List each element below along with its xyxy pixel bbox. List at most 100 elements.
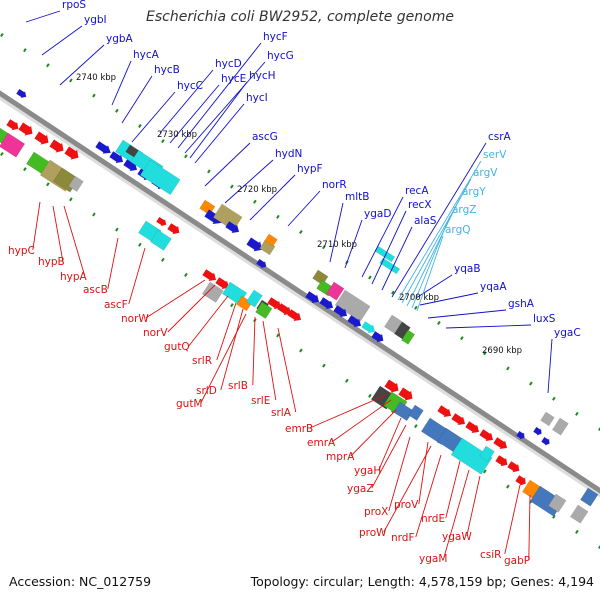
gene-label-argY: argY [462,186,486,198]
gene-label-csiR: csiR [480,549,501,561]
label-leader-gabP [528,494,531,561]
gene-label-recX: recX [408,199,432,211]
label-leader-norR [287,190,321,227]
guide-dot-upper [23,48,27,53]
gene-block [312,269,329,286]
guide-dot-lower [483,469,487,474]
gene-arrow [246,237,263,252]
topology-text: Topology: circular; Length: 4,578,159 bp… [250,574,594,589]
gene-label-hycG: hycG [267,50,294,62]
gene-arrow [287,309,302,321]
gene-label-csrA: csrA [488,131,512,143]
label-leader-mprA [350,409,397,457]
label-leader-nrdF [415,454,442,538]
gene-arrow [465,421,480,433]
label-leader-hycF [177,42,262,149]
gene-label-alaS: alaS [414,215,437,227]
gene-arrow [333,305,348,317]
label-leader-mltB [329,202,344,263]
label-leader-luxS [445,324,532,329]
guide-dot-lower [115,227,119,232]
gene-label-ascF: ascF [104,299,128,311]
label-leader-rpoS [25,10,61,23]
gene-label-srlA: srlA [271,407,292,419]
label-leader-ygaM [443,469,470,559]
gene-arrow [398,387,413,401]
gene-label-nrdF: nrdF [391,532,415,544]
gene-label-hycI: hycI [246,92,268,104]
label-leader-ascB [107,237,119,290]
guide-dot-upper [299,230,303,235]
gene-label-ascB: ascB [83,284,108,296]
gene-block [548,493,567,513]
features-layer [0,33,600,550]
tick-label: 2710 kbp [317,240,357,250]
label-leader-csiR [504,484,521,555]
guide-dot-lower [161,257,165,262]
gene-label-gshA: gshA [508,298,535,310]
gene-block [326,281,345,301]
gene-block [0,132,26,158]
gene-label-proV: proV [394,499,419,511]
gene-arrow [225,221,240,233]
label-leader-hycB [121,75,153,124]
guide-dot-lower [46,182,50,187]
gene-arrow [123,159,138,171]
label-leader-argZ [411,215,451,309]
label-leader-norW [145,279,206,319]
gene-block [379,257,401,275]
gene-label-srlE: srlE [251,395,270,407]
guide-dot-lower [414,424,418,429]
gene-arrow [64,146,79,160]
gene-arrow [384,379,399,393]
guide-dot-upper [92,93,96,98]
gene-label-srlB: srlB [228,380,248,392]
gene-arrow [6,119,19,131]
tick-label: 2730 kbp [157,130,197,140]
guide-dot-upper [0,33,4,38]
label-leader-gshA [427,309,507,319]
gene-label-hydN: hydN [275,148,302,160]
gene-label-gutM: gutM [176,398,203,410]
gene-block [334,289,371,322]
guide-dot-lower [69,197,73,202]
guide-dot-upper [138,123,142,128]
gene-block [552,417,569,436]
gene-label-hypA: hypA [60,271,88,283]
label-leader-recA [361,196,404,278]
gene-block [125,144,139,158]
gene-label-hycD: hycD [215,58,242,70]
label-leader-nrdE [445,460,461,519]
gene-label-mltB: mltB [345,191,369,203]
gene-label-ygaZ: ygaZ [347,483,374,495]
gene-label-ygbA: ygbA [106,33,134,45]
label-leader-srlD [220,308,244,391]
tick-label: 2740 kbp [76,73,116,83]
label-leader-ygbI [41,25,83,56]
guide-dot-upper [322,245,326,250]
gene-label-ygbI: ygbI [84,14,107,26]
guide-dot-upper [529,381,533,386]
label-leader-hypB [52,205,64,262]
gene-arrow [109,151,124,163]
guide-dot-upper [230,184,234,189]
gene-arrow [371,331,384,343]
label-leader-hypA [63,205,86,277]
gene-arrow [507,461,520,473]
gene-arrow [361,321,376,333]
gene-label-ygaD: ygaD [364,208,391,220]
gene-arrow [167,223,180,235]
label-leader-ygaD [344,219,363,269]
guide-dot-lower [0,151,4,157]
guide-dot-lower [184,272,188,277]
gene-arrow [49,139,64,153]
gene-label-ygaM: ygaM [419,553,447,565]
gene-arrow [16,89,27,98]
guide-dot-upper [115,108,119,113]
label-leader-srlB [252,316,256,386]
guide-dot-upper [414,305,418,310]
label-leader-gutQ [188,295,229,347]
label-leader-ygbA [59,44,105,86]
genome-title: Escherichia coli BW2952, complete genome [146,9,454,25]
label-leader-ygaH [378,417,402,471]
